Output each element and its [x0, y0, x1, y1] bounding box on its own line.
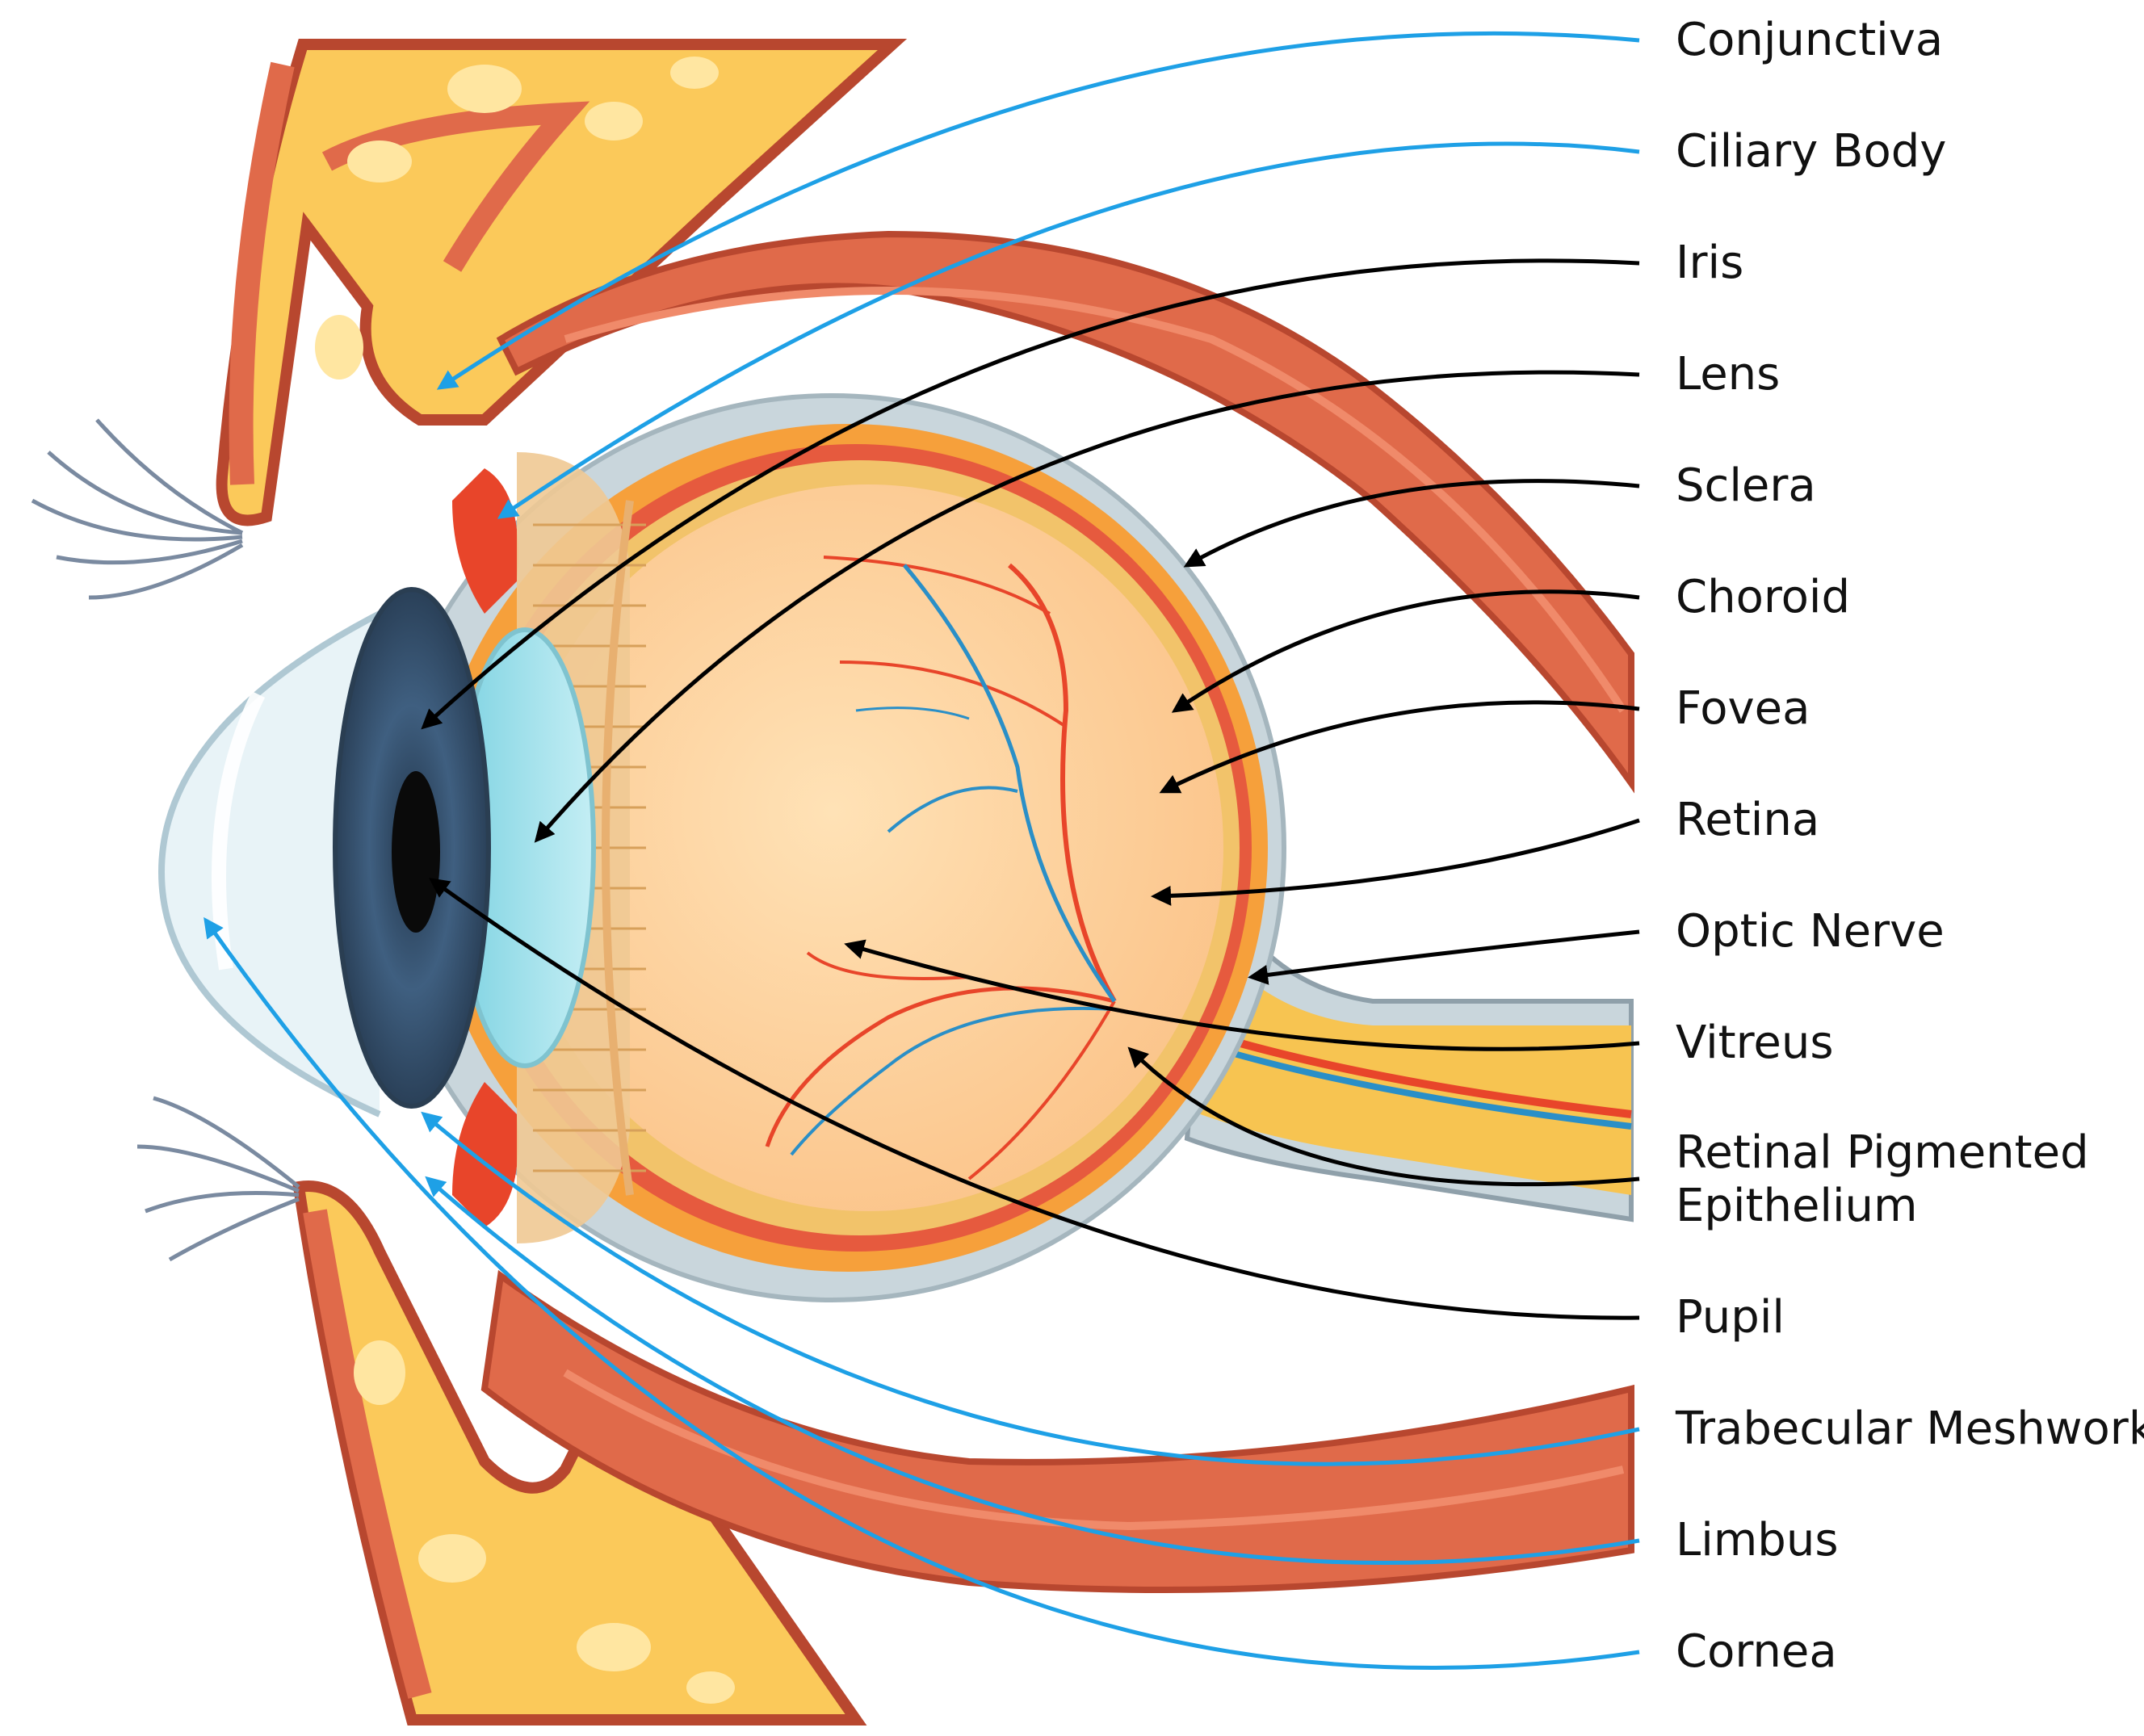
pupil-shape: [392, 771, 440, 933]
labels: Conjunctiva Ciliary Body Iris Lens Scler…: [1675, 14, 2144, 1678]
leader-pupil: [428, 878, 1640, 1320]
leader-trabecular-meshwork: [421, 1111, 1640, 1466]
leader-vitreus: [844, 939, 1640, 1051]
leader-limbus: [425, 1176, 1640, 1566]
leader-optic-nerve: [1248, 929, 1640, 985]
label-cornea: Cornea: [1676, 1625, 1837, 1678]
superior-rectus-muscle: [496, 230, 1634, 794]
lower-eyelashes: [136, 1096, 300, 1262]
label-trabecular-meshwork: Trabecular Meshwork: [1675, 1403, 2144, 1455]
leader-lines: [203, 31, 1640, 1671]
label-pupil: Pupil: [1676, 1291, 1785, 1344]
label-limbus: Limbus: [1676, 1514, 1839, 1566]
label-fovea: Fovea: [1676, 682, 1810, 735]
vitreous-body: [513, 484, 1223, 1211]
label-retina: Retina: [1676, 794, 1819, 846]
label-conjunctiva: Conjunctiva: [1676, 14, 1943, 66]
leader-conjunctiva: [436, 31, 1640, 390]
leader-lens: [534, 370, 1640, 843]
label-rpe-line1: Retinal Pigmented: [1676, 1126, 2089, 1179]
inferior-rectus-muscle: [480, 1269, 1634, 1593]
label-choroid: Choroid: [1676, 571, 1850, 623]
leader-sclera: [1183, 479, 1640, 568]
label-iris: Iris: [1676, 237, 1743, 289]
label-rpe-line2: Epithelium: [1676, 1180, 1918, 1232]
label-optic-nerve: Optic Nerve: [1676, 905, 1945, 958]
leader-iris: [421, 258, 1640, 730]
upper-eyelid: [216, 39, 908, 526]
label-sclera: Sclera: [1676, 459, 1816, 512]
cornea-shape: [157, 610, 381, 1117]
leader-ciliary-body: [497, 141, 1640, 519]
label-ciliary-body: Ciliary Body: [1676, 125, 1946, 178]
leader-choroid: [1171, 589, 1640, 713]
leader-cornea: [203, 916, 1640, 1671]
upper-eyelashes: [31, 418, 244, 600]
leader-retina: [1151, 818, 1640, 906]
leader-fovea: [1159, 700, 1640, 794]
label-vitreus: Vitreus: [1676, 1017, 1834, 1069]
label-lens: Lens: [1676, 348, 1780, 400]
leader-rpe: [1127, 1046, 1640, 1187]
